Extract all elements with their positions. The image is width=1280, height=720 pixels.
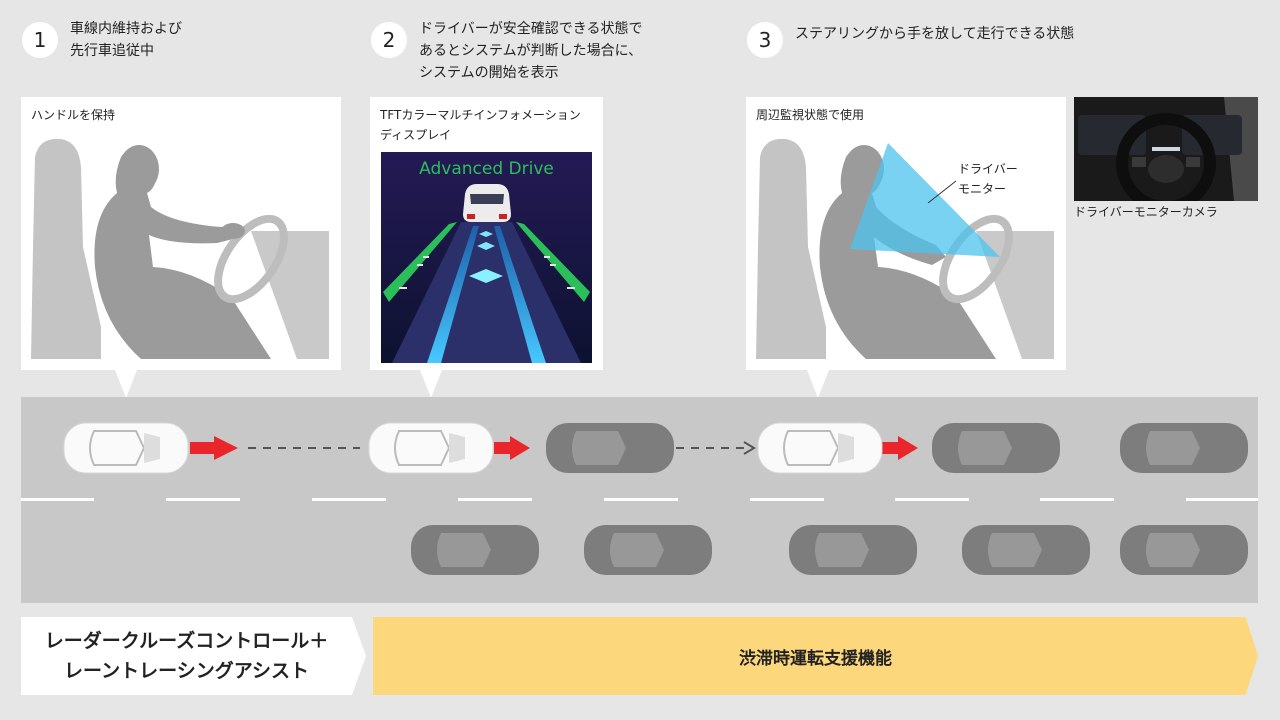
step-number: 3: [747, 22, 783, 58]
lane-line: [458, 498, 532, 501]
lane-line: [312, 498, 386, 501]
rcc-lta-text: レーダークルーズコントロール＋ レーントレーシングアシスト: [44, 630, 329, 682]
traffic-car: [1120, 525, 1248, 575]
driver-hands-off-illustration: [756, 138, 1054, 359]
traffic-car: [411, 525, 539, 575]
step-text: ステアリングから手を放して走行できる状態: [795, 26, 1075, 42]
panel-pointer: [420, 370, 442, 398]
red-arrow: [880, 436, 918, 460]
traffic-car: [932, 423, 1060, 473]
label-arrow: [352, 617, 366, 695]
ego-car: [63, 422, 189, 474]
step-1: 1 車線内維持および 先行車追従中: [22, 16, 182, 62]
panel-hands-off: 周辺監視状態で使用 ドライバー モニター: [746, 97, 1066, 370]
driver-hands-on-illustration: [31, 138, 329, 359]
panel-label: 周辺監視状態で使用: [756, 108, 865, 122]
driver-monitor-camera-photo: [1074, 97, 1258, 201]
screen-title: Advanced Drive: [419, 159, 554, 179]
lane-line: [21, 498, 94, 501]
traffic-car: [789, 525, 917, 575]
red-arrow: [190, 436, 238, 460]
panel-label: TFTカラーマルチインフォメーション ディスプレイ: [380, 108, 581, 142]
step-number: 1: [22, 22, 58, 58]
traffic-car: [546, 423, 674, 473]
panel-pointer: [807, 370, 829, 398]
red-arrow: [494, 436, 530, 460]
step-3: 3 ステアリングから手を放して走行できる状態: [747, 16, 1074, 58]
lane-line: [166, 498, 240, 501]
lane-line: [895, 498, 969, 501]
lane-line: [604, 498, 678, 501]
panel-label: ハンドルを保持: [31, 108, 116, 122]
ego-car: [368, 422, 494, 474]
traffic-jam-assist-text: 渋滞時運転支援機能: [739, 648, 892, 669]
traffic-car: [1120, 423, 1248, 473]
driver-monitor-label: ドライバー モニター: [958, 162, 1018, 196]
camera-caption: ドライバーモニターカメラ: [1074, 205, 1218, 219]
rcc-lta-label: レーダークルーズコントロール＋ レーントレーシングアシスト: [21, 617, 352, 695]
lane-line: [1186, 498, 1258, 501]
panel-pointer: [115, 370, 137, 398]
lane-line: [1040, 498, 1114, 501]
step-2: 2 ドライバーが安全確認できる状態で あるとシステムが判断した場合に、 システム…: [371, 16, 642, 84]
ego-car: [757, 422, 883, 474]
step-number: 2: [371, 22, 407, 58]
panel-hands-on: ハンドルを保持: [21, 97, 341, 370]
traffic-car: [584, 525, 712, 575]
traffic-jam-assist-label: 渋滞時運転支援機能: [373, 617, 1258, 695]
traffic-car: [962, 525, 1090, 575]
advanced-drive-screen: [381, 152, 592, 363]
lane-line: [750, 498, 824, 501]
step-text: 車線内維持および 先行車追従中: [70, 21, 182, 59]
step-text: ドライバーが安全確認できる状態で あるとシステムが判断した場合に、 システムの開…: [419, 21, 643, 81]
panel-tft-display: TFTカラーマルチインフォメーション ディスプレイ: [370, 97, 603, 370]
